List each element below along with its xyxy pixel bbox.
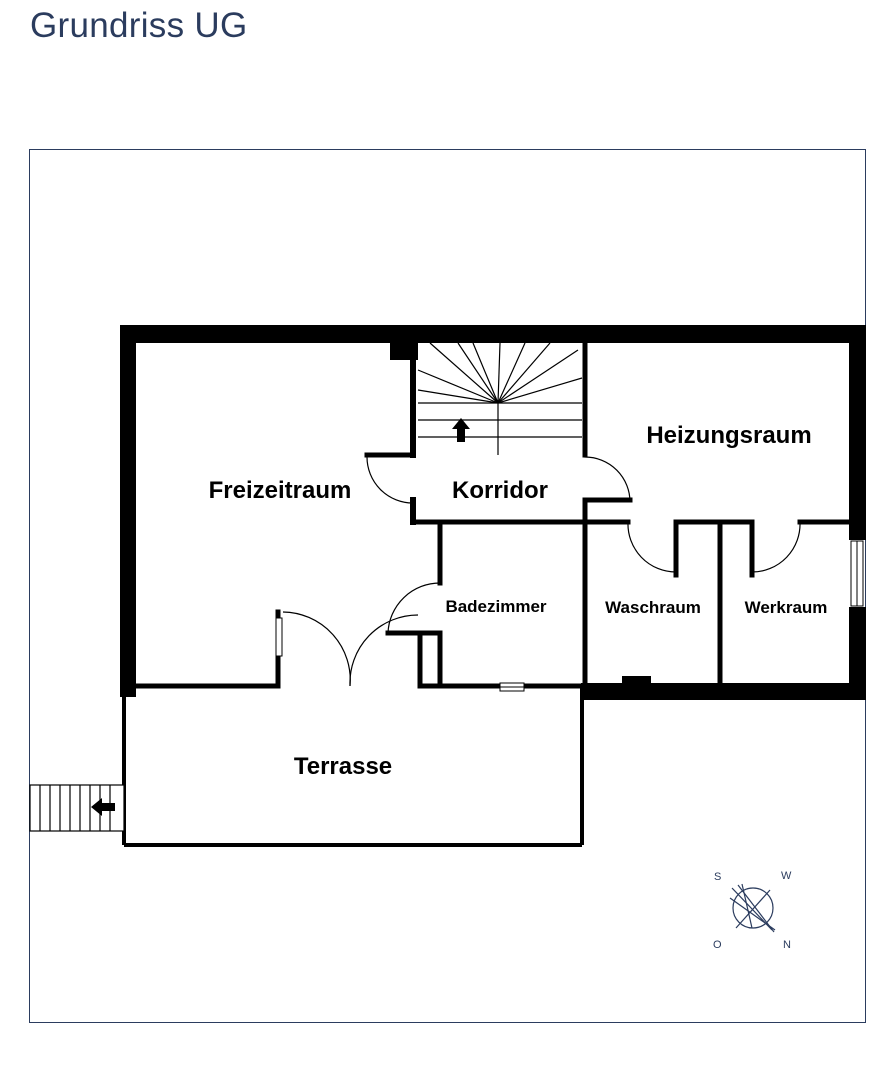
- room-label-terrasse: Terrasse: [294, 753, 392, 780]
- room-label-heizungsraum: Heizungsraum: [646, 422, 811, 449]
- page-title: Grundriss UG: [30, 6, 248, 45]
- compass-o: O: [713, 939, 722, 951]
- wall-details: [275, 540, 864, 692]
- compass-n: N: [783, 939, 791, 951]
- exterior-stairs: [29, 784, 125, 832]
- room-label-badezimmer: Badezimmer: [445, 597, 546, 616]
- interior-walls: [121, 340, 855, 693]
- exterior-stair-arrow-icon: [91, 798, 115, 816]
- stair-arrow-icon: [452, 418, 470, 442]
- internal-staircase: [417, 342, 583, 455]
- room-label-freizeitraum: Freizeitraum: [209, 477, 352, 504]
- room-label-korridor: Korridor: [452, 477, 548, 504]
- plan-frame: [29, 149, 866, 1023]
- room-label-waschraum: Waschraum: [605, 598, 701, 617]
- outer-walls: [120, 325, 866, 700]
- compass-rose-icon: [729, 883, 776, 933]
- door-swings: [282, 455, 801, 687]
- compass: S W O N: [713, 870, 792, 951]
- compass-s: S: [714, 871, 721, 883]
- room-label-werkraum: Werkraum: [745, 598, 828, 617]
- compass-w: W: [781, 870, 792, 882]
